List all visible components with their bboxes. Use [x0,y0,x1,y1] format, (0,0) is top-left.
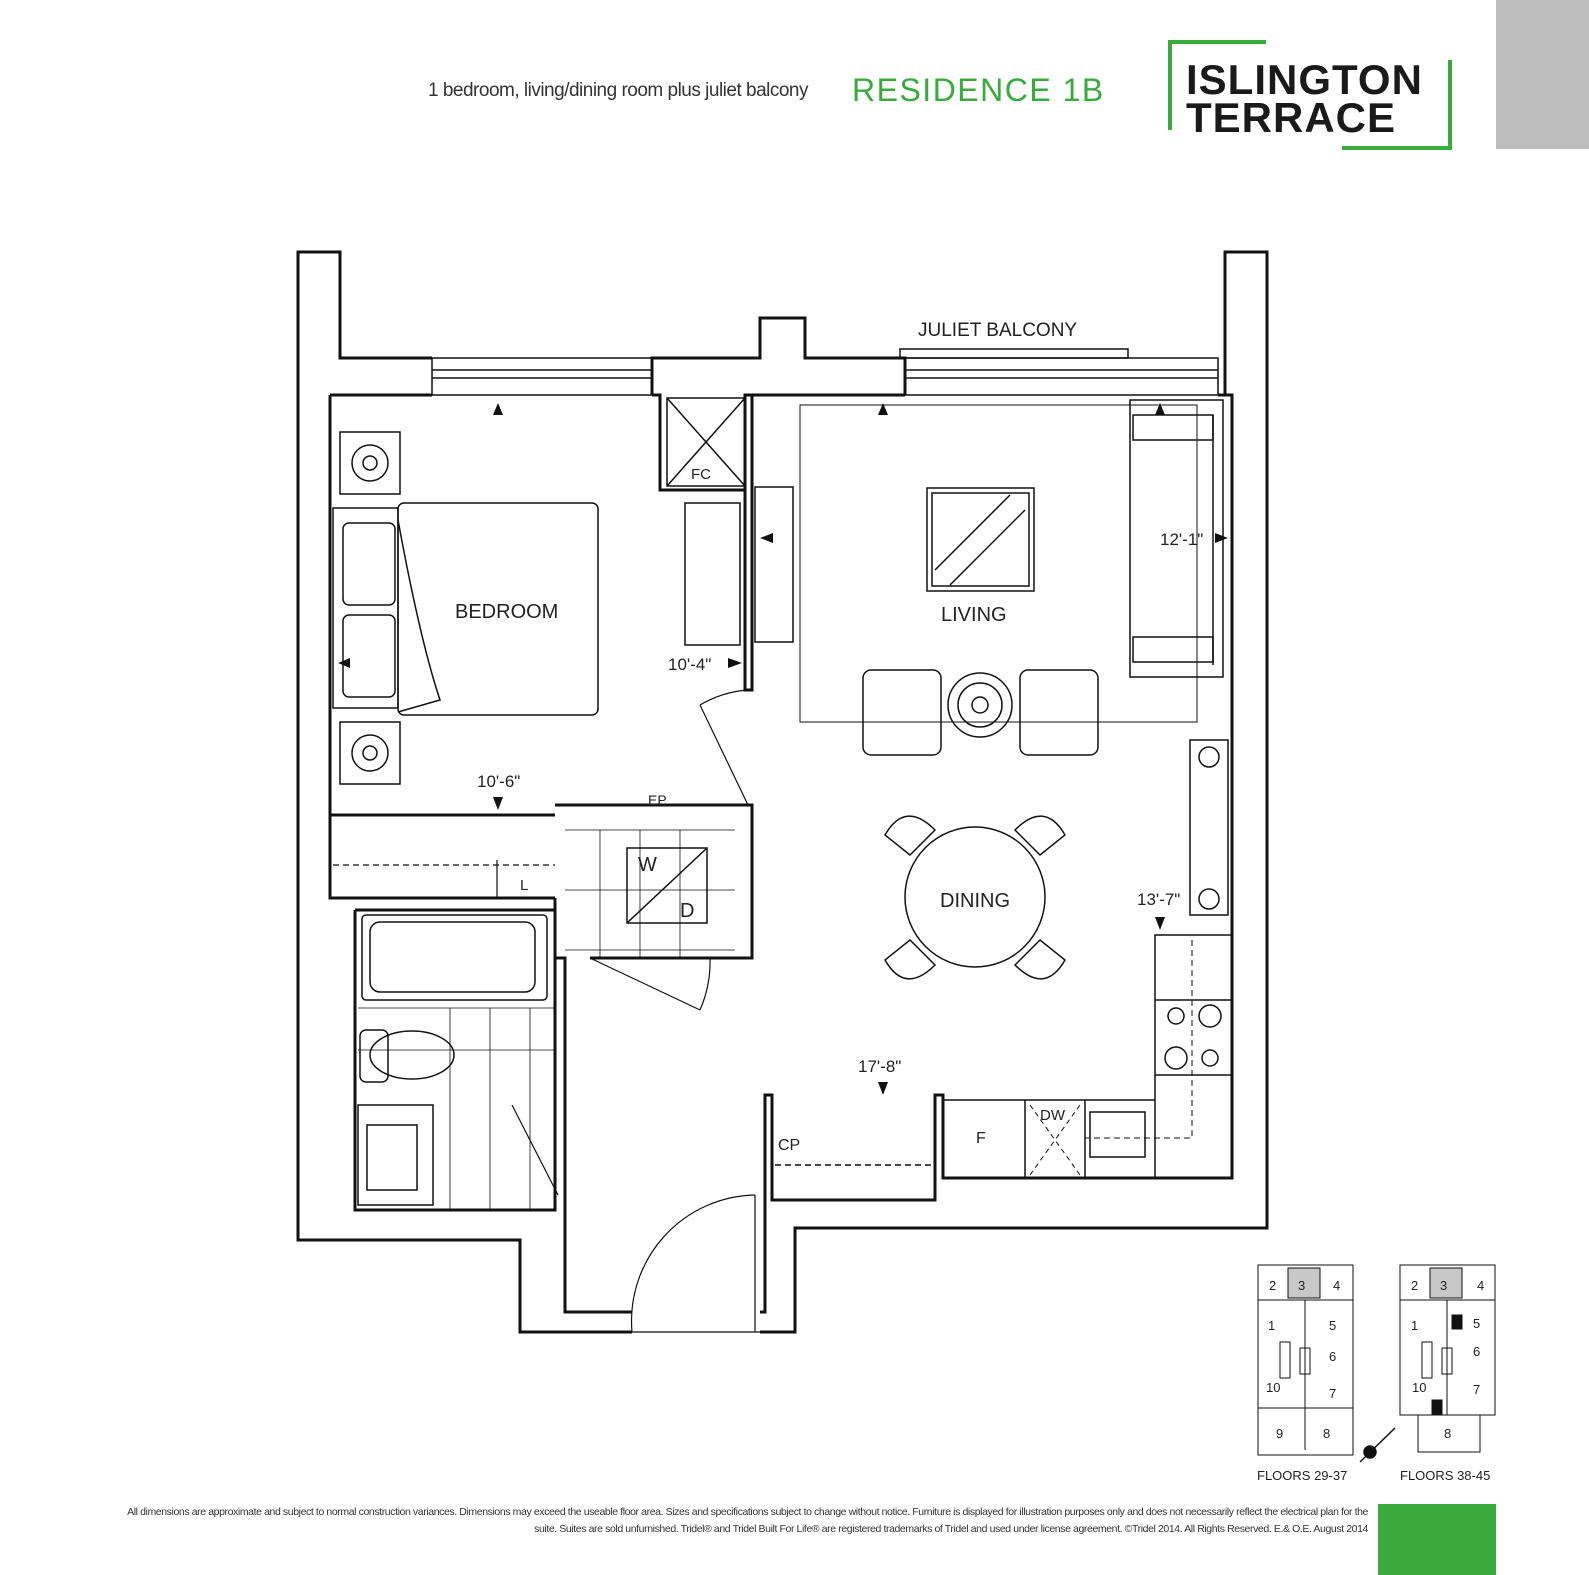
dim-living-width: 12'-1" [1160,530,1203,549]
bedroom-label: BEDROOM [455,601,558,623]
north-arrow-icon [1359,1427,1396,1463]
fridge-label: F [976,1130,986,1147]
residence-title: RESIDENCE 1B [852,72,1105,108]
fan-coil [666,397,746,487]
keyplan2-caption: FLOORS 38-45 [1400,1468,1490,1483]
keyplan1-unit-4: 4 [1333,1278,1340,1293]
sideboard [1189,739,1229,916]
keyplan2-unit-6: 6 [1473,1344,1480,1359]
keyplan1-unit-3: 3 [1298,1278,1305,1293]
keyplan1-unit-9: 9 [1276,1426,1283,1441]
linen-label: L [520,877,528,894]
dryer-label: D [680,900,694,922]
armchairs [862,669,1099,756]
exterior-walls [296,250,1269,1334]
dining-label: DINING [940,890,1010,912]
keyplan2-unit-2: 2 [1411,1278,1418,1293]
keyplan2-unit-3: 3 [1440,1278,1447,1293]
area-rug [799,404,1198,723]
keyplan2-unit-4: 4 [1477,1278,1484,1293]
logo-line1: ISLINGTON [1186,56,1423,103]
keyplan-floors-38-45: 2 3 4 1 5 6 10 7 8 FLOORS 38-45 [1399,1264,1496,1483]
bed [332,502,599,716]
dresser [684,502,741,646]
dishwasher-label: DW [1040,1107,1066,1124]
juliet-balcony-label: JULIET BALCONY [918,320,1077,341]
dim-overall-depth: 17'-8" [858,1057,901,1076]
fan-coil-label: FC [691,466,711,483]
windows [431,348,1219,396]
nightstands [339,431,401,785]
keyplan1-caption: FLOORS 29-37 [1257,1468,1347,1483]
washer-label: W [638,854,657,876]
keyplan2-unit-1: 1 [1411,1318,1418,1333]
doors [511,689,760,1333]
keyplan1-unit-7: 7 [1329,1386,1336,1401]
page-tab [1496,0,1589,149]
dim-bedroom-depth: 10'-6" [477,772,520,791]
dim-kitchen-depth: 13'-7" [1137,890,1180,909]
keyplan2-unit-5: 5 [1473,1316,1480,1331]
kitchen [775,934,1233,1179]
logo-line2: TERRACE [1186,94,1397,141]
tv-unit [754,486,794,643]
keyplan1-unit-6: 6 [1329,1349,1336,1364]
coffee-table [926,487,1035,592]
dim-bedroom-width: 10'-4" [668,655,711,674]
keyplan1-unit-8: 8 [1323,1426,1330,1441]
living-label: LIVING [941,604,1007,626]
islington-terrace-logo: ISLINGTON TERRACE [1168,40,1452,150]
keyplan1-unit-2: 2 [1269,1278,1276,1293]
bedroom-closet [333,860,555,898]
coat-pantry-label: CP [778,1137,800,1154]
ep-label: EP [648,792,667,808]
dining-table [884,815,1066,980]
keyplan2-unit-10: 10 [1412,1380,1426,1395]
washer-dryer [565,829,735,958]
keyplan1-unit-5: 5 [1329,1318,1336,1333]
dimension-arrows [338,403,1228,1095]
keyplan-floors-29-37: 2 3 4 1 5 6 10 7 9 8 FLOORS 29-37 [1257,1264,1354,1483]
keyplan2-unit-7: 7 [1473,1382,1480,1397]
keyplan1-unit-10: 10 [1266,1380,1280,1395]
bathroom-fixtures [357,914,555,1210]
keyplan2-unit-8: 8 [1444,1426,1451,1441]
brand-green-block [1378,1504,1496,1575]
keyplan1-unit-1: 1 [1268,1318,1275,1333]
legal-disclaimer: All dimensions are approximate and subje… [127,1506,1368,1535]
suite-description: 1 bedroom, living/dining room plus julie… [428,80,809,101]
